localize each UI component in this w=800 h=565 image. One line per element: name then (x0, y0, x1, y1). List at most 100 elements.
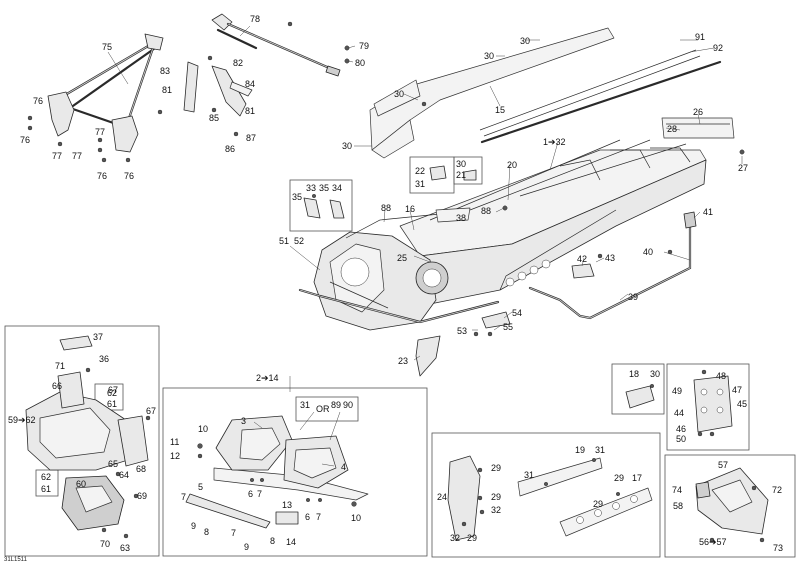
callout-88: 88 (381, 203, 391, 213)
callout-60: 60 (76, 479, 86, 489)
inset-box-plate-44 (666, 363, 750, 451)
callout-81: 81 (162, 85, 172, 95)
callout-31: 31 (415, 179, 425, 189)
callout-63: 63 (120, 543, 130, 553)
callout-92: 92 (713, 43, 723, 53)
leader-lines (107, 25, 743, 467)
callout-90: 90 (343, 400, 353, 410)
callout-31: 31 (595, 445, 605, 455)
inset-box-heat-exchanger (431, 432, 661, 558)
callout-62: 62 (107, 388, 117, 398)
callout-42: 42 (577, 254, 587, 264)
callout-9: 9 (191, 521, 196, 531)
inset-box-30-21 (453, 156, 483, 185)
callout-83: 83 (160, 66, 170, 76)
callout-10: 10 (351, 513, 361, 523)
callout-39: 39 (628, 292, 638, 302)
callout-86: 86 (225, 144, 235, 154)
callout-68: 68 (136, 464, 146, 474)
callout-22: 22 (415, 166, 425, 176)
inset-box-bracket-18 (611, 363, 665, 415)
callout-27: 27 (738, 163, 748, 173)
callout-29: 29 (467, 533, 477, 543)
callout-15: 15 (495, 105, 505, 115)
callout-46: 46 (676, 424, 686, 434)
callout-8: 8 (204, 527, 209, 537)
inset-box-62-61-lower (35, 469, 59, 497)
callout-70: 70 (100, 539, 110, 549)
diagram-reference-code: 31L1511 (4, 557, 28, 563)
callout-45: 45 (737, 399, 747, 409)
callout-30: 30 (342, 141, 352, 151)
steering-column (211, 13, 350, 77)
callout-29: 29 (614, 473, 624, 483)
callout-13: 13 (282, 500, 292, 510)
brackets-33-35 (303, 193, 345, 219)
callout-6: 6 (305, 512, 310, 522)
callout-17: 17 (632, 473, 642, 483)
chassis-tunnel (298, 139, 707, 377)
callout-80: 80 (355, 58, 365, 68)
callout-61: 61 (41, 484, 51, 494)
callout-11: 11 (170, 437, 179, 447)
callout-77: 77 (72, 151, 82, 161)
callout-2-to-14: 2➔14 (256, 373, 279, 383)
callout-87: 87 (246, 133, 256, 143)
callout-7: 7 (316, 512, 321, 522)
callout-79: 79 (359, 41, 369, 51)
callout-82: 82 (233, 58, 243, 68)
callout-7: 7 (181, 492, 186, 502)
callout-65: 65 (108, 459, 118, 469)
callout-64: 64 (119, 470, 129, 480)
rear-suspension-mount (25, 335, 151, 539)
callout-35: 35 (319, 183, 329, 193)
bracket-18 (625, 384, 655, 409)
callout-33: 33 (306, 183, 316, 193)
inset-box-31-or-89-90 (295, 396, 359, 422)
callout-53: 53 (457, 326, 467, 336)
callout-9: 9 (244, 542, 249, 552)
callout-8: 8 (270, 536, 275, 546)
callout-30: 30 (650, 369, 660, 379)
callout-23: 23 (398, 356, 408, 366)
callout-43: 43 (605, 253, 615, 263)
callout-76: 76 (97, 171, 107, 181)
callout-30: 30 (520, 36, 530, 46)
callout-76: 76 (20, 135, 30, 145)
callout-89: 89 (331, 400, 341, 410)
callout-18: 18 (629, 369, 639, 379)
callout-36: 36 (99, 354, 109, 364)
callout-10: 10 (198, 424, 208, 434)
callout-91: 91 (695, 32, 705, 42)
callout-55: 55 (503, 322, 513, 332)
callout-54: 54 (512, 308, 522, 318)
callout-30: 30 (456, 159, 466, 169)
callout-44: 44 (674, 408, 684, 418)
callout-31: 31 (524, 470, 534, 480)
callout-12: 12 (170, 451, 180, 461)
callout-73: 73 (773, 543, 783, 553)
callout-51: 51 (279, 236, 289, 246)
steering-brackets (157, 55, 253, 137)
inset-box-33-35 (289, 179, 353, 232)
callout-7: 7 (231, 528, 236, 538)
callout-5: 5 (198, 482, 203, 492)
footrest-assembly (185, 415, 369, 529)
callout-32: 32 (491, 505, 501, 515)
callout-84: 84 (245, 79, 255, 89)
callout-30: 30 (394, 89, 404, 99)
callout-58: 58 (673, 501, 683, 511)
callout-or: OR (316, 404, 330, 414)
callout-37: 37 (93, 332, 103, 342)
inset-box-footrest (162, 387, 428, 557)
callout-14: 14 (286, 537, 296, 547)
callout-4: 4 (341, 462, 346, 472)
callout-50: 50 (676, 434, 686, 444)
heat-exchanger-assembly (447, 455, 653, 541)
callout-75: 75 (102, 42, 112, 52)
inset-box-bracket-57 (664, 454, 796, 558)
callout-3: 3 (241, 416, 246, 426)
callout-34: 34 (332, 183, 342, 193)
callout-7: 7 (257, 489, 262, 499)
